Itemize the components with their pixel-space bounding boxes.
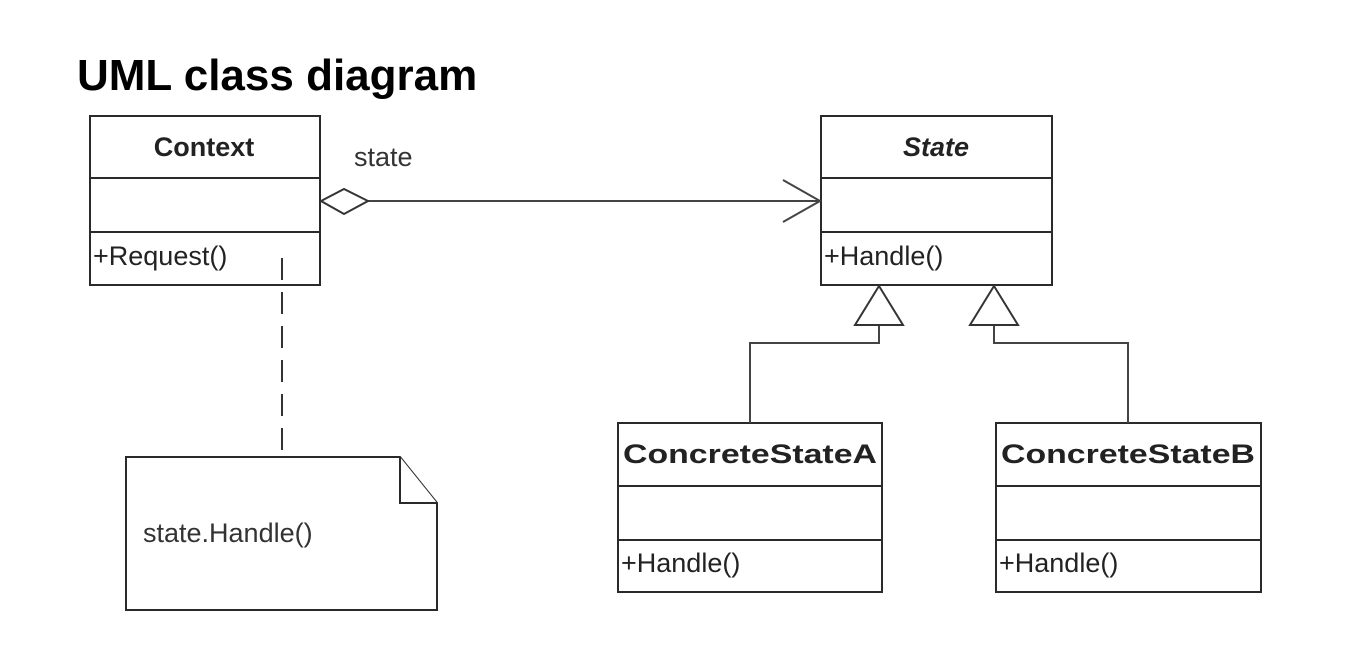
note-shape (125, 456, 438, 611)
class-concrete-state-b: ConcreteStateB +Handle() (995, 422, 1262, 593)
generalization-b (968, 284, 1129, 423)
class-concrete-state-a: ConcreteStateA +Handle() (617, 422, 883, 593)
class-context: Context +Request() (89, 115, 321, 286)
class-operation: +Handle() (824, 241, 943, 271)
generalization-triangle (968, 284, 1020, 326)
class-box (617, 422, 883, 593)
class-box (995, 422, 1262, 593)
class-name: ConcreteStateA (623, 439, 877, 469)
generalization-triangle (853, 284, 905, 326)
diagram-title: UML class diagram (77, 51, 478, 100)
class-operation: +Handle() (999, 548, 1118, 578)
generalization-line (749, 325, 880, 423)
aggregation-diamond (318, 187, 371, 216)
class-state: State +Handle() (820, 115, 1053, 286)
generalization-line (993, 325, 1129, 423)
arrowhead-open (782, 179, 823, 223)
class-operation: +Handle() (621, 548, 740, 578)
class-name: State (903, 132, 969, 162)
association-state: state (318, 142, 823, 223)
class-name: Context (154, 132, 255, 162)
association-role-label: state (354, 142, 413, 172)
class-box (89, 115, 321, 286)
note-text: state.Handle() (143, 518, 313, 548)
note-folded-corner (399, 457, 437, 504)
note: state.Handle() (125, 456, 438, 611)
class-operation: +Request() (93, 241, 227, 271)
class-name: ConcreteStateB (1001, 439, 1255, 469)
generalization-a (749, 284, 905, 423)
